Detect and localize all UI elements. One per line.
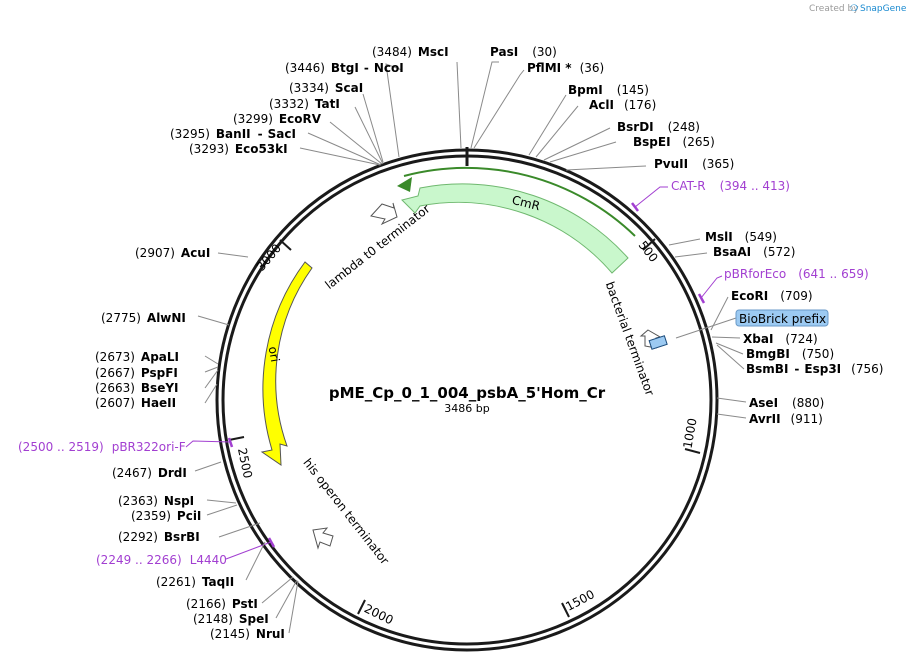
site-label[interactable]: AvrII(911) [749,412,823,426]
site-label[interactable]: PasI(30) [490,45,557,59]
site-label[interactable]: (3293)Eco53kI [189,142,288,156]
credit-prefix: Created by [809,4,859,14]
site-label[interactable]: MslI(549) [705,230,777,244]
site-label[interactable]: BspEI(265) [633,135,715,149]
primer-label[interactable]: (2500 .. 2519)pBR322ori-F [18,440,186,454]
site-label[interactable]: BpmI(145) [568,83,649,97]
biobrick-feature[interactable] [648,335,668,350]
site-leaders [194,61,747,634]
biobrick-label: BioBrick prefix [739,312,826,326]
site-label[interactable]: PflMI *(36) [527,61,604,75]
site-label[interactable]: (2907)AcuI [135,246,210,260]
site-label[interactable]: (2359)PciI [131,509,201,523]
site-label[interactable]: (2663)BseYI [95,381,179,395]
site-label[interactable]: EcoRI(709) [731,289,813,303]
cmr-feature[interactable] [401,183,629,274]
site-label[interactable]: (2363)NspI [118,494,194,508]
site-label[interactable]: AseI(880) [749,396,824,410]
site-label[interactable]: (3332)TatI [269,97,340,111]
cmr-orf-line [403,166,636,237]
biobrick-leader [675,317,737,339]
tick-label: 500 [636,238,661,265]
primer-label[interactable]: pBRforEco(641 .. 659) [724,267,869,281]
primer-label[interactable]: CAT-R(394 .. 413) [671,179,790,193]
lambda-terminator-icon[interactable] [370,202,398,226]
ori-feature[interactable] [260,261,313,466]
biobrick-label-box[interactable] [735,309,829,327]
plasmid-size: 3486 bp [444,402,489,415]
site-label[interactable]: (2145)NruI [210,627,285,641]
site-label[interactable]: (2467)DrdI [112,466,187,480]
site-label[interactable]: (2667)PspFI [95,366,178,380]
tick-label: 1000 [681,417,700,450]
primer-marks [185,186,723,560]
site-label[interactable]: (2673)ApaLI [95,350,179,364]
tick-label: 2500 [235,447,255,480]
backbone [215,147,719,652]
credit-brand: SnapGene [860,4,907,14]
site-label[interactable]: BsmBI-Esp3I(756) [746,362,883,376]
primer-label[interactable]: (2249 .. 2266)L4440 [96,553,227,567]
cmr-orf-arrowhead [397,177,412,192]
site-label[interactable]: (3295)BanII-SacI [170,127,296,141]
site-label[interactable]: (2148)SpeI [193,612,269,626]
his-terminator-icon[interactable] [312,527,334,550]
site-label[interactable]: (2166)PstI [186,597,258,611]
site-label[interactable]: (2292)BsrBI [118,530,200,544]
snapgene-logo-icon: ❍ [850,4,858,14]
his-terminator-label: his operon terminator [300,456,391,568]
site-label[interactable]: (2261)TaqII [156,575,234,589]
site-label[interactable]: (3299)EcoRV [233,112,322,126]
site-label[interactable]: (2775)AlwNI [101,311,186,325]
ori-label: ori [266,345,282,363]
site-label[interactable]: (3446)BtgI-NcoI [285,61,404,75]
site-label[interactable]: BsaAI(572) [713,245,795,259]
cmr-label: CmR [510,193,541,213]
site-label[interactable]: (2607)HaeII [95,396,176,410]
site-label[interactable]: XbaI(724) [743,332,818,346]
site-label[interactable]: (3484)MscI [372,45,449,59]
plasmid-name: pME_Cp_0_1_004_psbA_5'Hom_Cr [329,384,606,402]
site-label[interactable]: (3334)ScaI [289,81,363,95]
scale-ticks [228,238,701,618]
site-label[interactable]: BsrDI(248) [617,120,700,134]
site-label[interactable]: PvuII(365) [654,157,734,171]
site-label[interactable]: BmgBI(750) [746,347,834,361]
site-label[interactable]: AclI(176) [589,98,656,112]
